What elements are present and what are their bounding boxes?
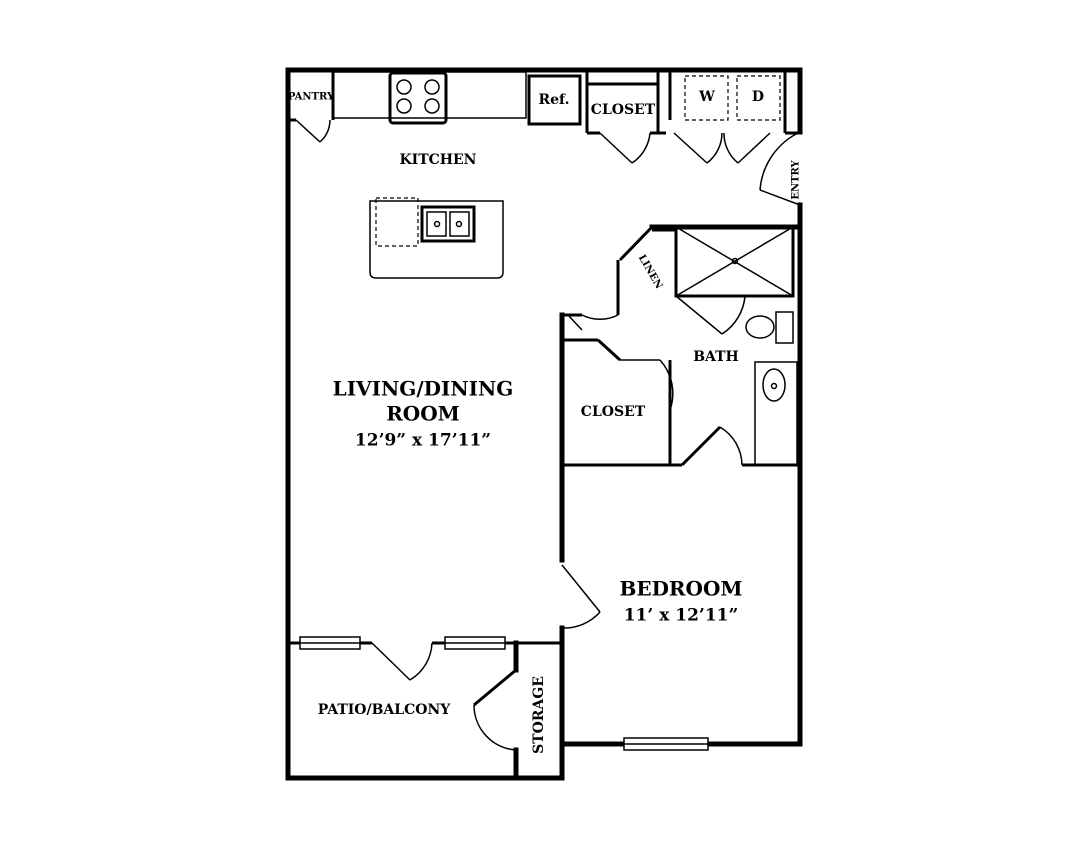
refrigerator: Ref. [527, 74, 582, 126]
living-dims: 12’9” x 17’11” [355, 431, 491, 451]
patio-label: PATIO/BALCONY [318, 702, 452, 718]
dryer-label: D [752, 89, 764, 105]
bath-door [567, 314, 619, 331]
linen-closet: LINEN [636, 228, 746, 335]
entry-label: ENTRY [791, 159, 802, 199]
living-label-line1: LIVING/DINING [333, 377, 514, 401]
interior-walls [288, 70, 803, 781]
patio-door [371, 642, 433, 681]
closet-top-label: CLOSET [591, 102, 656, 118]
linen-label: LINEN [636, 253, 664, 291]
exterior-walls [285, 67, 803, 781]
shower [674, 225, 795, 298]
toilet [745, 311, 794, 344]
kitchen-island [369, 197, 504, 279]
bedroom-door [561, 564, 601, 629]
kitchen-label: KITCHEN [400, 152, 477, 168]
bedroom-label: BEDROOM [619, 577, 742, 601]
kitchen-counter [332, 71, 527, 125]
storage-label: STORAGE [531, 676, 547, 754]
living-label-line2: ROOM [386, 402, 460, 426]
closet-bedroom-label: CLOSET [581, 404, 646, 420]
laundry: W D [668, 70, 787, 164]
vanity [754, 361, 798, 466]
bath-inner-doors [620, 359, 743, 466]
pantry: PANTRY [288, 72, 335, 143]
patio-windows [299, 636, 506, 650]
washer-label: W [698, 89, 715, 105]
bath-label: BATH [693, 349, 739, 365]
pantry-label: PANTRY [288, 92, 335, 103]
bedroom-dims: 11’ x 12’11” [624, 606, 739, 626]
bedroom-window [623, 737, 709, 751]
closet-top: CLOSET [591, 102, 656, 164]
refrigerator-label: Ref. [539, 92, 570, 108]
storage-door [473, 704, 517, 751]
entry-door: ENTRY [759, 131, 802, 206]
